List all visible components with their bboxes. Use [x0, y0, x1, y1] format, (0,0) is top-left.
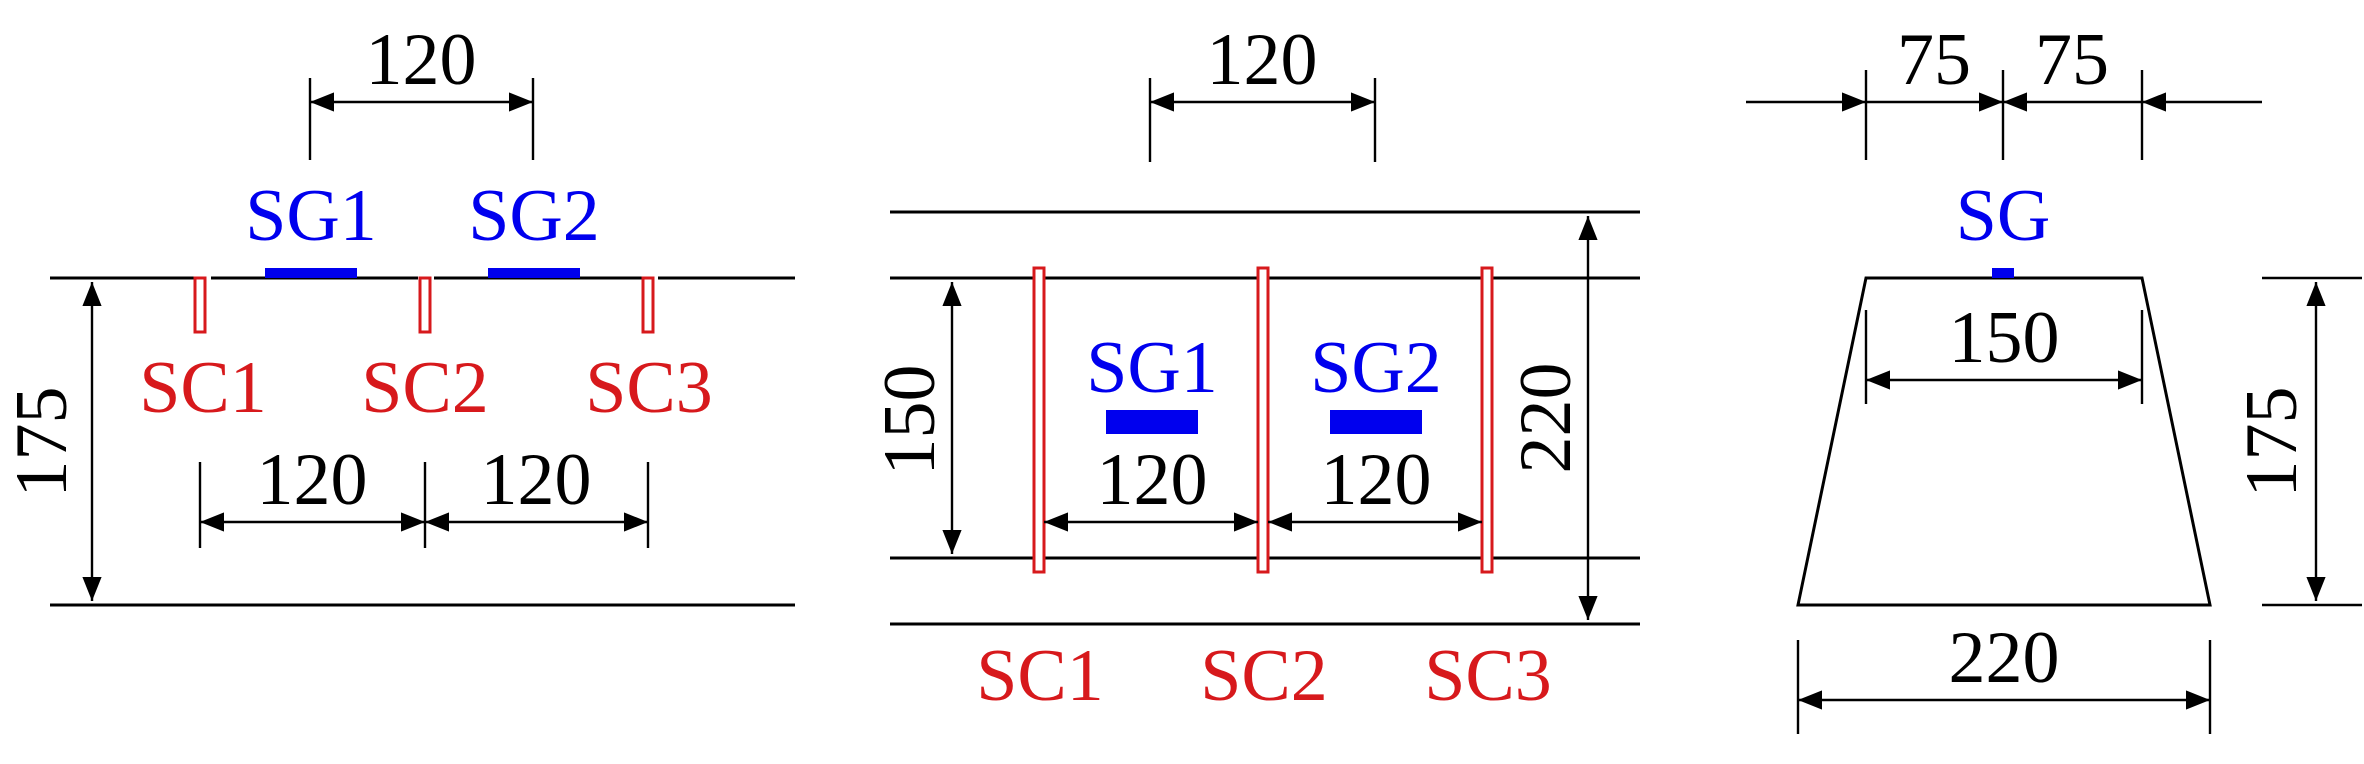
plan-gauge-label-sg1: SG1	[1086, 327, 1218, 409]
plan-saw-cut-2	[1256, 266, 1270, 574]
side-top-dimension: 120	[366, 19, 477, 101]
cross-section: SG 75 75 150 175 220	[1746, 19, 2362, 734]
plan-gauge-label-sg2: SG2	[1310, 327, 1442, 409]
strain-gauge-1	[265, 268, 357, 278]
gauge-label-sg1: SG1	[245, 175, 377, 257]
cross-section-gauge-label: SG	[1956, 175, 2051, 257]
saw-cut-notch-1	[193, 276, 207, 334]
cross-section-strain-gauge	[1992, 268, 2014, 278]
cross-section-height-dimension: 175	[2231, 387, 2313, 498]
cross-section-bottom-width-dimension: 220	[1949, 617, 2060, 699]
plan-top-dimension: 120	[1207, 19, 1318, 101]
plan-saw-cut-1	[1032, 266, 1046, 574]
side-height-dimension: 175	[1, 387, 83, 498]
plan-saw-cut-label-sc3: SC3	[1424, 635, 1552, 717]
plan-saw-cut-label-sc2: SC2	[1200, 635, 1328, 717]
plan-saw-cut-3	[1480, 266, 1494, 574]
saw-cut-label-sc3: SC3	[585, 347, 713, 429]
plan-outer-width-dimension: 220	[1505, 363, 1587, 474]
cross-section-top-width-dimension: 150	[1949, 297, 2060, 379]
plan-strain-gauge-2	[1330, 410, 1422, 434]
plan-strain-gauge-1	[1106, 410, 1198, 434]
plan-inner-width-dimension: 150	[869, 365, 951, 476]
cross-section-outline	[1796, 276, 2212, 607]
plan-saw-cut-label-sc1: SC1	[976, 635, 1104, 717]
side-bottom-dimension-1: 120	[257, 439, 368, 521]
plan-bottom-dimension-2: 120	[1321, 439, 1432, 521]
gauge-label-sg2: SG2	[468, 175, 600, 257]
side-view: 120 SG1 SG2 SC1 SC2 SC3 175 120 120	[1, 19, 795, 607]
side-bottom-dimension-2: 120	[481, 439, 592, 521]
plan-view: 120 SG1 SG2 150 220 120 120 SC1 SC2 SC3	[869, 19, 1640, 717]
saw-cut-notch-2	[418, 276, 432, 334]
cross-section-top-dimension-1: 75	[1897, 19, 1971, 101]
saw-cut-notch-3	[641, 276, 655, 334]
saw-cut-label-sc2: SC2	[361, 347, 489, 429]
saw-cut-label-sc1: SC1	[139, 347, 267, 429]
plan-bottom-dimension-1: 120	[1097, 439, 1208, 521]
strain-gauge-2	[488, 268, 580, 278]
cross-section-top-dimension-2: 75	[2035, 19, 2109, 101]
